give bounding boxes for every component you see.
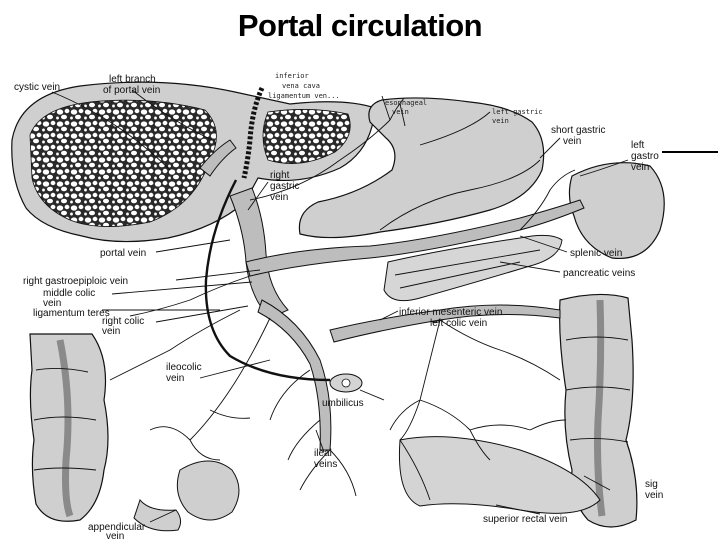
label-ligamentum-teres: ligamentum teres: [33, 308, 110, 319]
label-right-gastric-3: vein: [270, 192, 288, 203]
label-ligament: ligamentum ven...: [268, 92, 340, 100]
label-right-colic-1: right colic: [102, 316, 144, 327]
label-ileocolic-2: vein: [166, 373, 184, 384]
label-ileocolic-1: ileocolic: [166, 362, 202, 373]
label-pancreatic-veins: pancreatic veins: [563, 268, 635, 279]
pancreas: [383, 234, 563, 302]
label-ivc-1: inferior: [275, 72, 309, 80]
inferior-vena-cava: [241, 86, 265, 179]
label-umbilicus: umbilicus: [322, 398, 364, 409]
ligamentum-teres-line: [204, 179, 331, 382]
label-sigmoid-1: sig: [645, 479, 658, 490]
label-cystic-vein: cystic vein: [14, 82, 60, 93]
vein-branches: [109, 95, 576, 501]
label-middle-colic-1: middle colic: [43, 288, 95, 299]
label-short-gastric-2: vein: [563, 136, 581, 147]
label-left-gastro-1: left: [631, 140, 645, 151]
page-title: Portal circulation: [237, 8, 483, 43]
label-splenic-vein: splenic vein: [570, 248, 622, 259]
label-esophageal-2: vein: [392, 108, 409, 116]
label-esophageal-1: esophageal: [385, 99, 427, 107]
appendix: [133, 498, 182, 532]
label-right-gastric-1: right: [270, 170, 290, 181]
stomach: [298, 97, 545, 239]
label-appendicular-2: vein: [106, 531, 124, 540]
label-left-gastro-2: gastro: [631, 151, 659, 162]
liver: [11, 81, 376, 243]
portal-vein-system: [199, 139, 585, 451]
label-left-gastric-1: left gastric: [492, 108, 543, 116]
label-ileal-2: veins: [314, 459, 337, 470]
label-appendicular-1: appendicular: [88, 522, 146, 533]
label-portal-vein: portal vein: [100, 248, 146, 259]
label-left-colic: left colic vein: [430, 318, 487, 329]
spleen: [568, 162, 665, 260]
label-ivc-2: vena cava: [282, 82, 320, 90]
label-left-branch-1: left branch: [109, 74, 156, 85]
label-left-gastro-3: vein: [631, 162, 649, 173]
label-short-gastric-1: short gastric: [551, 125, 605, 136]
label-superior-rectal: superior rectal vein: [483, 514, 567, 525]
label-right-colic-2: vein: [102, 326, 120, 337]
label-inferior-mesenteric: inferior mesenteric vein: [399, 307, 502, 318]
cecum: [176, 460, 240, 521]
label-right-gastric-2: gastric: [270, 181, 299, 192]
label-right-gastroepiploic: right gastroepiploic vein: [23, 276, 128, 287]
label-ileal-1: ileal: [314, 448, 332, 459]
sigmoid-rectum: [398, 436, 601, 514]
label-left-branch-2: of portal vein: [103, 85, 160, 96]
label-sigmoid-2: vein: [645, 490, 663, 501]
label-middle-colic-2: vein: [43, 298, 61, 309]
labels: cystic vein left branch of portal vein i…: [14, 72, 663, 540]
label-left-gastric-2: vein: [492, 117, 509, 125]
leader-lines: [51, 89, 629, 523]
